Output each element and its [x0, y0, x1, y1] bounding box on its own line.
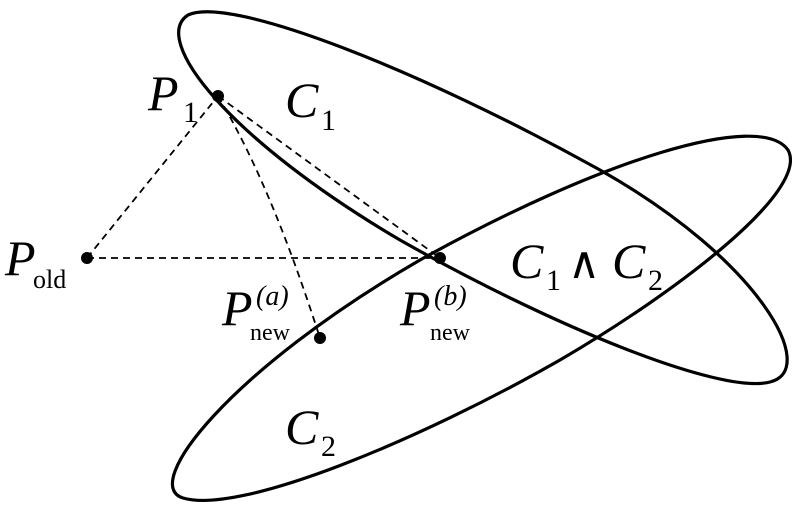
- point-pnew-a: [314, 332, 326, 344]
- svg-text:new: new: [250, 320, 291, 346]
- dashed-line-pold-to-p1: [86, 95, 219, 259]
- svg-text:C: C: [612, 233, 646, 289]
- svg-text:P: P: [4, 230, 36, 286]
- svg-text:C: C: [285, 399, 319, 455]
- svg-text:P: P: [221, 280, 253, 336]
- svg-text:2: 2: [321, 430, 336, 463]
- svg-text:C: C: [510, 233, 544, 289]
- label-pnew-a: P (a) new: [221, 280, 291, 346]
- label-pold: P old: [4, 230, 66, 294]
- label-p1: P 1: [147, 65, 198, 129]
- ellipse-c1: [177, 10, 789, 386]
- svg-text:1: 1: [321, 104, 336, 137]
- svg-text:1: 1: [546, 264, 561, 297]
- ellipse-c2: [171, 134, 792, 503]
- label-c2: C 2: [285, 399, 336, 463]
- svg-text:(b): (b): [434, 281, 467, 312]
- svg-text:C: C: [285, 72, 319, 128]
- svg-text:∧: ∧: [568, 239, 600, 288]
- svg-text:old: old: [33, 265, 66, 294]
- svg-text:P: P: [399, 280, 431, 336]
- dashed-line-p1-to-pnew-a: [217, 95, 321, 339]
- svg-text:1: 1: [183, 96, 198, 129]
- label-intersection: C 1 ∧ C 2: [510, 233, 663, 297]
- label-pnew-b: P (b) new: [399, 280, 471, 346]
- point-pnew-b: [434, 252, 446, 264]
- point-p1: [212, 90, 224, 102]
- point-pold: [81, 252, 93, 264]
- svg-text:new: new: [430, 320, 471, 346]
- svg-text:2: 2: [648, 264, 663, 297]
- svg-text:P: P: [147, 65, 179, 121]
- label-c1: C 1: [285, 72, 336, 137]
- dashed-line-p1-to-pnew-b: [217, 95, 441, 259]
- svg-text:(a): (a): [256, 281, 289, 312]
